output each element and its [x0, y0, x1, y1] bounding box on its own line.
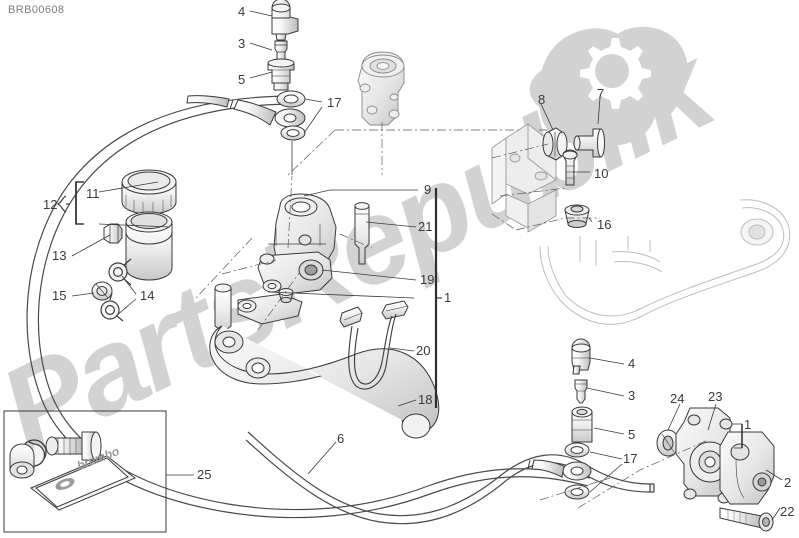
leader-lines-reservoir: [56, 181, 171, 317]
grommet-15: [91, 281, 113, 301]
clamp-14-lower: [100, 292, 124, 322]
repair-kit-piston: [45, 431, 102, 461]
callout-1-center: 1: [444, 290, 452, 305]
washer-17-top-upper: [276, 90, 306, 108]
rubber-damper-16: [564, 204, 590, 228]
callout-15: 15: [52, 288, 67, 303]
fairing-cover-outline: [539, 199, 791, 325]
callout-11: 11: [86, 186, 100, 201]
hose-end-fitting-bottom: [527, 459, 592, 481]
callout-13: 13: [52, 248, 67, 263]
callout-2: 2: [784, 475, 792, 490]
callout-21: 21: [418, 219, 433, 234]
diagram-code: BRB00608: [8, 4, 65, 16]
reservoir-clip-13: [103, 223, 123, 244]
ghost-dashed-center: [195, 175, 373, 331]
lower-lug-1: [237, 293, 303, 325]
washer-17-bottom-upper: [564, 442, 590, 458]
banjo-bolt-4-top: [271, 0, 299, 41]
slave-cylinder-body-2: [719, 431, 775, 505]
leader-lines-clamp: [540, 97, 601, 223]
repair-kit-gasket-sheet: brembo: [30, 444, 136, 511]
piston-rod-21: [354, 202, 370, 265]
callout-1-slave: 1: [744, 417, 752, 432]
callout-12: 12: [43, 197, 58, 212]
callout-18: 18: [418, 392, 433, 407]
leader-lines-slave-cylinder: [586, 357, 783, 521]
pivot-pin-7: [573, 128, 605, 158]
callout-8: 8: [538, 92, 546, 107]
master-cylinder-ghost-top: [357, 51, 405, 126]
washer-17-bottom-lower: [564, 484, 590, 500]
callout-25: 25: [197, 467, 212, 482]
bleed-screw-3-bottom: [574, 379, 588, 404]
seal-ring-24: [656, 429, 680, 457]
callout-17-top: 17: [327, 95, 342, 110]
bolt-22: [719, 507, 774, 532]
reservoir-body-12: [125, 211, 173, 281]
callout-3-bottom: 3: [628, 388, 636, 403]
callout-19: 19: [420, 272, 435, 287]
banjo-bolt-4-bottom: [571, 338, 591, 375]
callout-5-top: 5: [238, 72, 246, 87]
pivot-mount-19: [257, 234, 333, 295]
gear-icon: [529, 26, 688, 146]
callout-23: 23: [708, 389, 723, 404]
repair-kit-inset-box: [3, 410, 167, 533]
fitting-5-top: [267, 58, 295, 91]
leader-lines-top-left: [249, 10, 323, 175]
callout-16: 16: [597, 217, 612, 232]
callout-17-bottom: 17: [623, 451, 638, 466]
fitting-5-bottom: [571, 406, 593, 443]
ghost-dashed-clamp: [491, 143, 600, 231]
callout-10: 10: [594, 166, 609, 181]
leader-lines-master-cylinder: [267, 188, 442, 408]
ghost-construction-lines-top: [287, 122, 556, 176]
callout-6: 6: [337, 431, 345, 446]
callout-4-top: 4: [238, 4, 246, 19]
clutch-lever-18: [209, 325, 440, 439]
washer-17-top-lower: [280, 125, 306, 141]
bolt-under-cylinder: [278, 288, 294, 304]
repair-kit-seal-cup: [9, 443, 35, 479]
callout-14: 14: [140, 288, 155, 303]
leader-line-hose-6: [307, 441, 337, 475]
ghost-dashed-slave: [539, 439, 709, 509]
clutch-hose-lower-6: [245, 431, 655, 525]
callout-5-bottom: 5: [628, 427, 636, 442]
callout-4-bottom: 4: [628, 356, 636, 371]
screw-10: [562, 149, 578, 186]
callout-3-top: 3: [238, 36, 246, 51]
callout-9: 9: [424, 182, 432, 197]
clutch-switch-20: [339, 300, 409, 390]
reservoir-cap-11: [121, 169, 177, 215]
callout-22: 22: [780, 504, 795, 519]
callout-24: 24: [670, 391, 685, 406]
hose-end-fitting-top: [186, 95, 306, 128]
callout-7: 7: [597, 86, 605, 101]
callout-20: 20: [416, 343, 431, 358]
